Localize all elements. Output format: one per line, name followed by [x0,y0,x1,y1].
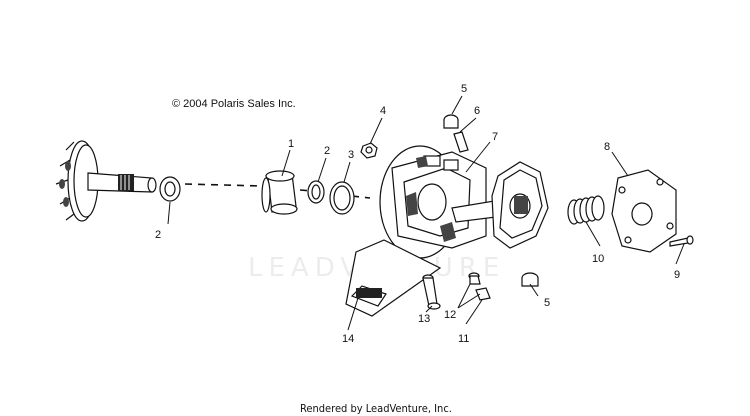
callout-4: 4 [380,105,386,117]
callout-7: 7 [492,131,498,143]
callout-9: 9 [674,269,680,281]
ring [329,181,355,215]
drive-sheave [55,140,157,222]
callout-3: 3 [348,149,354,161]
pin-6 [443,114,469,153]
callout-11: 11 [458,333,469,345]
callout-14: 14 [342,333,354,345]
callout-12: 12 [444,309,456,321]
callout-1: 1 [288,138,294,150]
spacer-plate [345,239,442,317]
cap-bottom [521,272,539,287]
axis-line [184,183,371,199]
callout-2-left: 2 [155,229,161,241]
callout-8: 8 [604,141,610,153]
leader-lines [167,95,685,331]
bolt-13 [422,274,441,310]
callout-5-bottom: 5 [544,297,550,309]
screw [669,235,694,247]
callout-2-center: 2 [324,145,330,157]
washer-nut-12-11 [468,272,491,301]
callout-5-top: 5 [461,83,467,95]
callout-10: 10 [592,253,604,265]
callout-6: 6 [474,105,480,117]
cover [611,169,677,253]
washer-center [307,180,325,204]
washer-left [159,176,181,202]
copyright-text: © 2004 Polaris Sales Inc. [172,98,296,110]
cam-spider [491,161,549,249]
spring [567,195,605,225]
bushing [261,170,298,215]
footer-text: Rendered by LeadVenture, Inc. [300,402,452,415]
helix-housing [379,145,505,259]
nut [360,142,378,159]
callout-13: 13 [418,313,430,325]
